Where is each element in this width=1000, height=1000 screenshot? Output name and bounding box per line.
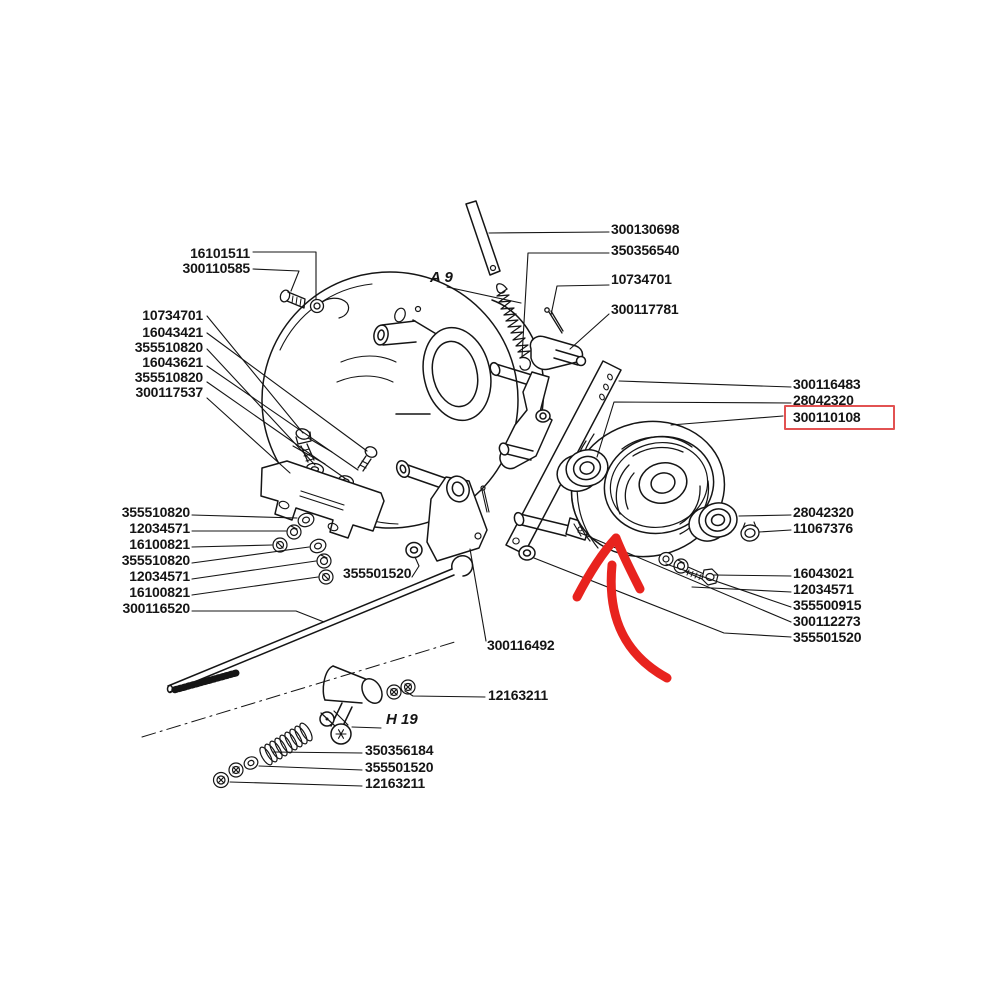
- part-label-12034571-2: 12034571: [129, 568, 190, 584]
- mount-plate-drawing: [260, 460, 385, 539]
- part-label-300116483: 300116483: [793, 376, 861, 392]
- part-label-10734701-left: 10734701: [142, 307, 203, 323]
- part-label-28042320-1: 28042320: [793, 392, 854, 408]
- part-label-355501520-right: 355501520: [793, 629, 862, 645]
- part-label-10734701-right: 10734701: [611, 271, 672, 287]
- pedal-link-drawing: [319, 665, 383, 745]
- part-label-16043021: 16043021: [793, 565, 854, 581]
- part-label-28042320-2: 28042320: [793, 504, 854, 520]
- part-label-12163211-1: 12163211: [488, 687, 548, 703]
- part-label-300110585: 300110585: [182, 260, 250, 276]
- upper-bolt-nut-drawing: [279, 289, 325, 314]
- part-label-12034571-1: 12034571: [129, 520, 190, 536]
- ref-label-a9: A 9: [430, 269, 453, 286]
- part-label-300117781: 300117781: [611, 301, 679, 317]
- part-label-11067376: 11067376: [793, 520, 853, 536]
- lever-drawing: [489, 335, 587, 470]
- part-label-355510820-2: 355510820: [134, 369, 203, 385]
- bearing-left-drawing: [556, 449, 609, 492]
- part-label-16100821-1: 16100821: [129, 536, 190, 552]
- part-label-355501520-bottom: 355501520: [365, 759, 434, 775]
- part-label-300130698: 300130698: [611, 221, 680, 237]
- washer-drawing: [518, 545, 536, 561]
- part-label-16100821-2: 16100821: [129, 584, 190, 600]
- strap-drawing: [465, 200, 501, 276]
- part-label-300117537: 300117537: [135, 384, 203, 400]
- leader-lines: [191, 231, 792, 787]
- centerline: [141, 640, 459, 738]
- bracket-drawing: [395, 460, 490, 562]
- highlight-box: [784, 405, 895, 430]
- part-label-350356540: 350356540: [611, 242, 680, 258]
- part-label-300116520: 300116520: [122, 600, 190, 616]
- nuts-drawing: [386, 679, 416, 700]
- part-label-355510820-4: 355510820: [121, 552, 190, 568]
- lower-hardware-drawing: [212, 756, 259, 789]
- part-label-350356184: 350356184: [365, 742, 434, 758]
- washer-stack-drawing: [272, 512, 334, 585]
- part-label-12034571-right: 12034571: [793, 581, 854, 597]
- part-label-355510820-3: 355510820: [121, 504, 190, 520]
- part-label-355510820-1: 355510820: [134, 339, 203, 355]
- ref-label-h19: H 19: [386, 711, 418, 728]
- part-label-300112273: 300112273: [793, 613, 861, 629]
- part-label-16043421: 16043421: [142, 324, 203, 340]
- highlight-arrow: [572, 533, 672, 683]
- cotter-pin-drawing: [544, 307, 564, 334]
- part-label-300116492: 300116492: [487, 637, 555, 653]
- right-hardware-drawing: [658, 551, 719, 586]
- lock-nut-drawing: [740, 521, 760, 542]
- part-label-300110108-highlighted: 300110108: [793, 409, 861, 425]
- bearing-right-drawing: [688, 502, 738, 542]
- rod-drawing: [166, 555, 474, 694]
- spring-drawing: [496, 283, 532, 371]
- part-label-355500915: 355500915: [793, 597, 862, 613]
- part-label-12163211-2: 12163211: [365, 775, 425, 791]
- lower-spring-drawing: [259, 722, 313, 766]
- part-label-16043621: 16043621: [142, 354, 203, 370]
- part-label-16101511: 16101511: [190, 245, 250, 261]
- part-label-355501520-center: 355501520: [343, 565, 412, 581]
